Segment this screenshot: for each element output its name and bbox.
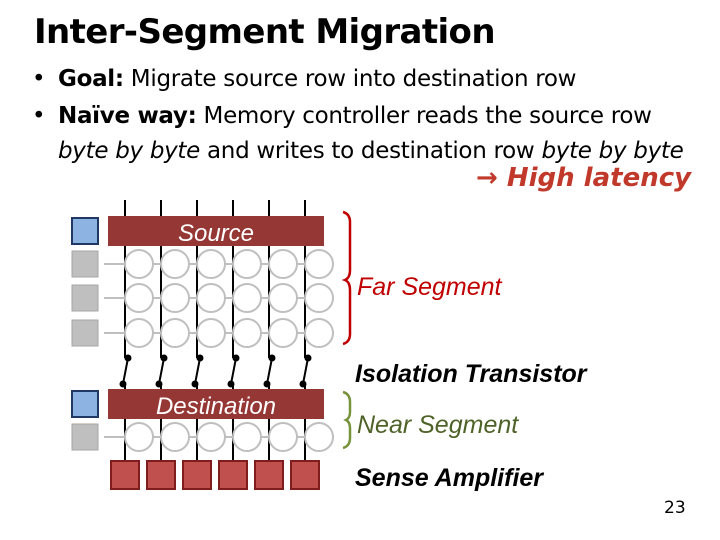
sense-amplifier-label: Sense Amplifier xyxy=(355,464,544,492)
bullet-naive-continuation: byte by byte and writes to destination r… xyxy=(58,138,684,164)
dram-cells xyxy=(104,249,334,452)
isolation-transistors xyxy=(119,354,312,388)
dram-cell xyxy=(160,249,190,279)
wordline-driver xyxy=(71,423,99,451)
high-latency-note: → High latency xyxy=(476,163,692,193)
bullet-goal-label: Goal: xyxy=(58,66,124,92)
wordline-driver-active xyxy=(71,217,99,245)
bullet-naive-text: Memory controller reads the source row xyxy=(196,103,652,129)
isolation-link xyxy=(266,357,273,385)
byte-by-byte-2: byte by byte xyxy=(541,138,684,164)
sense-amplifier xyxy=(146,460,176,490)
isolation-transistor-top xyxy=(160,354,168,362)
bullet-goal-text: Migrate source row into destination row xyxy=(123,66,577,92)
dram-cell xyxy=(304,249,334,279)
near-segment-brace xyxy=(342,390,352,450)
dram-cell xyxy=(196,249,226,279)
slide-title: Inter-Segment Migration xyxy=(34,12,496,52)
dram-cell xyxy=(268,249,298,279)
isolation-link xyxy=(158,357,165,385)
isolation-transistor-bottom xyxy=(299,380,307,388)
dram-cell xyxy=(232,318,262,348)
page-number: 23 xyxy=(664,498,686,518)
wordline-driver-active xyxy=(71,390,99,418)
highlighted-rows xyxy=(108,216,324,419)
isolation-transistor-top xyxy=(124,354,132,362)
sense-amplifier xyxy=(110,460,140,490)
destination-row-label: Destination xyxy=(156,393,276,420)
source-row-label: Source xyxy=(178,220,254,247)
dram-cell xyxy=(232,422,262,452)
isolation-link xyxy=(194,357,201,385)
isolation-link xyxy=(122,357,129,385)
dram-cell xyxy=(268,318,298,348)
destination-row xyxy=(108,389,324,419)
dram-cell xyxy=(232,249,262,279)
far-segment-brace xyxy=(341,210,352,346)
dram-cell xyxy=(268,422,298,452)
source-row xyxy=(108,216,324,246)
isolation-transistor-top xyxy=(232,354,240,362)
isolation-transistor-top xyxy=(304,354,312,362)
sense-amplifier xyxy=(182,460,212,490)
bullet-dot: • xyxy=(32,103,46,129)
segment-braces xyxy=(341,210,352,450)
isolation-transistor-bottom xyxy=(119,380,127,388)
dram-cell xyxy=(160,318,190,348)
bullet-dot: • xyxy=(32,66,46,92)
sense-amplifiers xyxy=(110,460,320,490)
wordline-driver xyxy=(71,250,99,278)
dram-cell xyxy=(304,283,334,313)
sense-amplifier xyxy=(290,460,320,490)
isolation-transistor-bottom xyxy=(155,380,163,388)
isolation-transistor-bottom xyxy=(263,380,271,388)
wordline-driver xyxy=(71,284,99,312)
wordline-drivers xyxy=(71,217,99,451)
dram-cell xyxy=(160,422,190,452)
bullet-naive-way: • Naïve way: Memory controller reads the … xyxy=(32,103,652,129)
dram-cell xyxy=(124,283,154,313)
byte-by-byte-1: byte by byte xyxy=(58,138,200,164)
continuation-middle: and writes to destination row xyxy=(200,138,542,164)
isolation-transistor-top xyxy=(196,354,204,362)
far-segment-label: Far Segment xyxy=(357,273,503,301)
dram-cell xyxy=(196,422,226,452)
isolation-transistor-label: Isolation Transistor xyxy=(355,360,588,388)
isolation-transistor-bottom xyxy=(191,380,199,388)
bullet-naive-label: Naïve way: xyxy=(58,103,197,129)
dram-cell xyxy=(196,318,226,348)
sense-amplifier xyxy=(218,460,248,490)
dram-cell xyxy=(124,422,154,452)
sense-amplifier xyxy=(254,460,284,490)
isolation-link xyxy=(230,357,237,385)
dram-cell xyxy=(232,283,262,313)
near-segment-label: Near Segment xyxy=(357,411,519,439)
dram-cell xyxy=(124,249,154,279)
dram-cell xyxy=(124,318,154,348)
wordline-driver xyxy=(71,319,99,347)
dram-cell xyxy=(268,283,298,313)
isolation-transistor-top xyxy=(268,354,276,362)
dram-cell xyxy=(196,283,226,313)
dram-cell xyxy=(304,318,334,348)
dram-cell xyxy=(304,422,334,452)
isolation-link xyxy=(302,357,309,385)
isolation-transistor-bottom xyxy=(227,380,235,388)
bullet-goal: • Goal: Migrate source row into destinati… xyxy=(32,66,577,92)
dram-cell xyxy=(160,283,190,313)
